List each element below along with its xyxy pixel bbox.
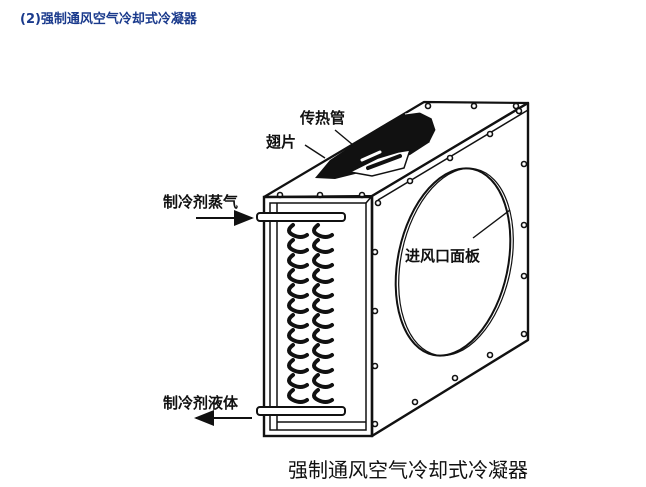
diagram-caption: 强制通风空气冷却式冷凝器 [288,458,528,482]
label-fin: 翅片 [265,133,296,151]
label-refrigerant-vapor: 制冷剂蒸气 [163,193,238,211]
label-heat-pipe: 传热管 [299,109,345,127]
label-inlet-panel: 进风口面板 [405,247,481,265]
page-heading: (2)强制通风空气冷却式冷凝器 [20,12,197,27]
label-refrigerant-liquid: 制冷剂液体 [163,394,239,412]
leader-lines [304,129,511,239]
fin-tube-cutaway [315,111,437,179]
coil-frame [256,195,374,438]
serpentine-tubes [287,223,334,404]
